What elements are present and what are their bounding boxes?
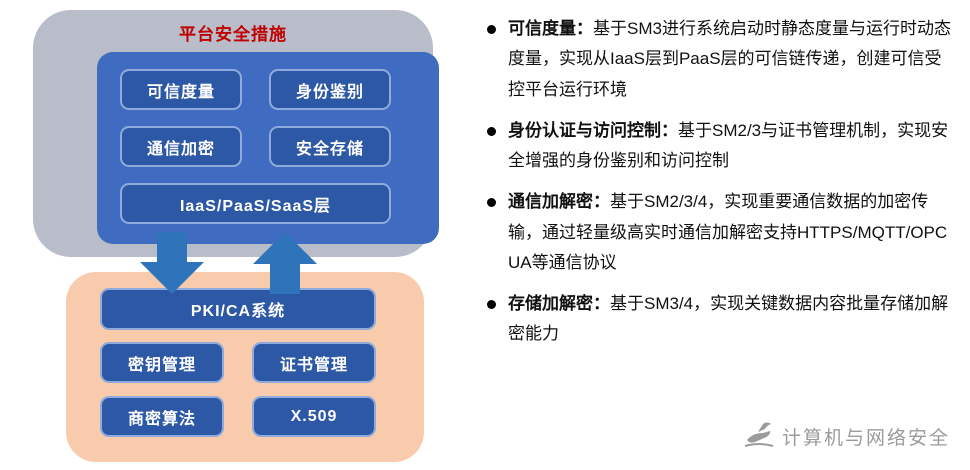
node-identity-authentication: 身份鉴别 xyxy=(269,69,391,110)
bullet-storage-crypto: 存储加解密：基于SM3/4，实现关键数据内容批量存储加解密能力 xyxy=(508,289,957,350)
node-key-management: 密钥管理 xyxy=(100,342,224,383)
bullet-heading: 可信度量： xyxy=(508,19,593,38)
node-secure-storage: 安全存储 xyxy=(269,126,391,167)
list-item: 身份认证与访问控制：基于SM2/3与证书管理机制，实现安全增强的身份鉴别和访问控… xyxy=(487,116,957,177)
list-item: 可信度量：基于SM3进行系统启动时静态度量与运行时动态度量，实现从IaaS层到P… xyxy=(487,14,957,105)
list-item: 通信加解密：基于SM2/3/4，实现重要通信数据的加密传输，通过轻量级高实时通信… xyxy=(487,187,957,278)
watermark-text: 计算机与网络安全 xyxy=(781,427,950,449)
bullet-dot-icon xyxy=(487,126,496,136)
bullet-trusted-measurement: 可信度量：基于SM3进行系统启动时静态度量与运行时动态度量，实现从IaaS层到P… xyxy=(508,14,957,105)
feature-bullet-list: 可信度量：基于SM3进行系统启动时静态度量与运行时动态度量，实现从IaaS层到P… xyxy=(487,14,957,361)
down-arrow-icon xyxy=(140,232,204,294)
bullet-communication-crypto: 通信加解密：基于SM2/3/4，实现重要通信数据的加密传输，通过轻量级高实时通信… xyxy=(508,187,957,278)
node-x509: X.509 xyxy=(252,396,376,437)
bullet-body: 基于SM2/3与证书管理机制，实现安全增强的身份鉴别和访问控制 xyxy=(508,120,949,170)
node-communication-encryption: 通信加密 xyxy=(120,126,242,167)
flow-arrows xyxy=(140,232,317,294)
platform-inner-panel: 可信度量 身份鉴别 通信加密 安全存储 IaaS/PaaS/SaaS层 xyxy=(97,52,439,244)
platform-security-container: 平台安全措施 可信度量 身份鉴别 通信加密 安全存储 IaaS/PaaS/Saa… xyxy=(33,10,439,257)
list-item: 存储加解密：基于SM3/4，实现关键数据内容批量存储加解密能力 xyxy=(487,289,957,350)
watermark: 计算机与网络安全 xyxy=(743,422,950,450)
node-certificate-management: 证书管理 xyxy=(252,342,376,383)
node-iaas-paas-saas-layer: IaaS/PaaS/SaaS层 xyxy=(120,183,391,224)
node-commercial-crypto-algorithm: 商密算法 xyxy=(100,396,224,437)
dove-hand-icon xyxy=(744,422,774,447)
bullet-dot-icon xyxy=(487,198,496,208)
bullet-dot-icon xyxy=(487,25,496,34)
bullet-body: 基于SM3/4，实现关键数据内容批量存储加解密能力 xyxy=(508,294,949,344)
bullet-heading: 通信加解密： xyxy=(508,192,610,212)
node-trusted-measurement: 可信度量 xyxy=(120,69,242,110)
node-pki-ca-system: PKI/CA系统 xyxy=(100,288,376,330)
bullet-heading: 身份认证与访问控制： xyxy=(508,120,678,140)
bullet-dot-icon xyxy=(487,300,496,309)
bullet-body: 基于SM2/3/4，实现重要通信数据的加密传输，通过轻量级高实时通信加解密支持H… xyxy=(508,192,948,272)
bullet-body: 基于SM3进行系统启动时静态度量与运行时动态度量，实现从IaaS层到PaaS层的… xyxy=(508,19,951,99)
up-arrow-icon xyxy=(253,232,317,294)
bullet-heading: 存储加解密： xyxy=(508,294,610,313)
pki-ca-container: PKI/CA系统 密钥管理 证书管理 商密算法 X.509 xyxy=(66,272,424,462)
platform-box-title: 平台安全措施 xyxy=(179,25,287,44)
bullet-identity-access-control: 身份认证与访问控制：基于SM2/3与证书管理机制，实现安全增强的身份鉴别和访问控… xyxy=(508,116,957,177)
